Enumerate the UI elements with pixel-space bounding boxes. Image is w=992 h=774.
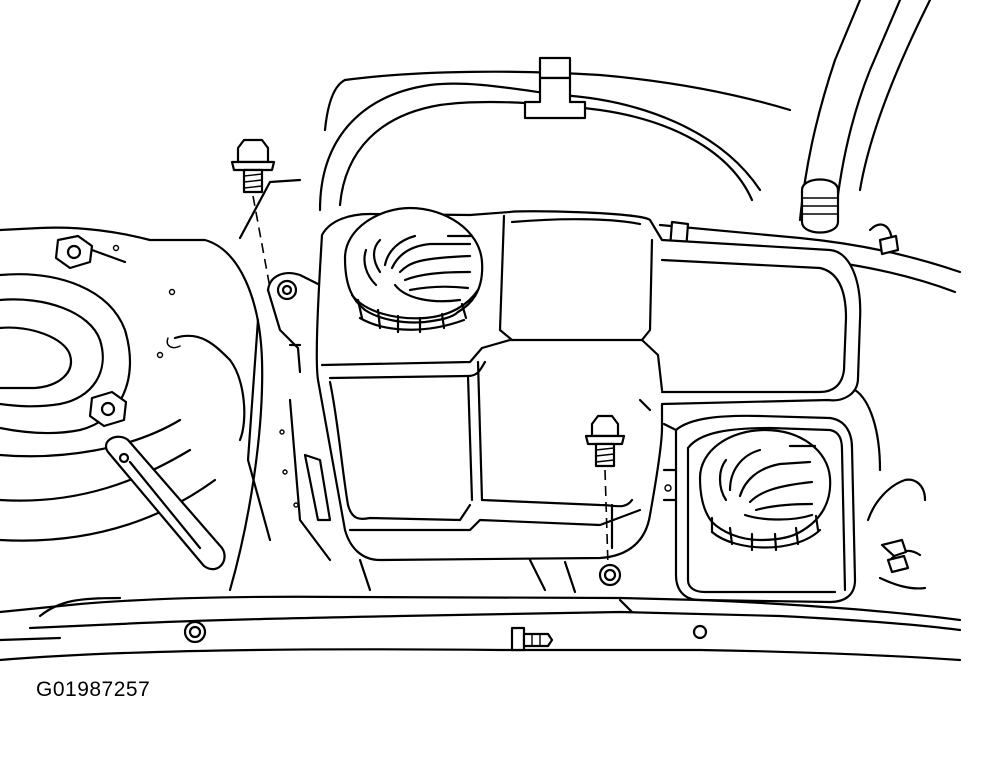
strut-nut-top-icon [54, 234, 127, 270]
figure-identifier: G01987257 [36, 678, 151, 701]
reservoir-lower-bracket [358, 558, 577, 594]
strut-bracket [105, 435, 226, 571]
mount-grommet-icon [598, 563, 622, 587]
right-bracket [853, 223, 927, 590]
strut-tower [0, 226, 264, 592]
upper-hose-arcs [318, 56, 792, 212]
mounting-bracket [238, 178, 332, 562]
harness-wire [166, 334, 246, 442]
radiator-support [0, 595, 962, 662]
bolt-upper-icon [230, 138, 276, 289]
push-pin-icon [510, 626, 554, 652]
washer-cap-icon [698, 428, 832, 552]
bolt-lower-icon [584, 414, 626, 567]
pressure-cap-icon [343, 206, 484, 334]
right-hose [798, 0, 932, 234]
strut-nut-lower-icon [88, 390, 128, 428]
